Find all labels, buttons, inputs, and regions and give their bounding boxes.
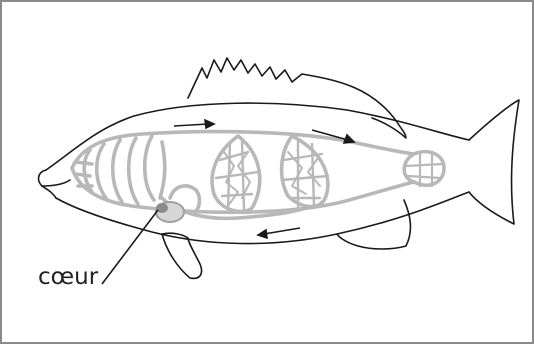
- heart: [156, 202, 184, 222]
- circulation-system: [72, 132, 444, 219]
- heart-pointer-line: [102, 210, 158, 284]
- heart-label: cœur: [38, 264, 98, 290]
- fish-outline: [39, 58, 519, 278]
- tail-fin: [469, 100, 519, 224]
- mouth: [39, 170, 56, 198]
- mouth-line: [42, 180, 70, 186]
- flow-arrow-backward: [258, 228, 300, 238]
- flow-arrow-forward-1: [174, 120, 214, 128]
- capillary-net-tail: [404, 152, 444, 186]
- capillary-net-1: [212, 136, 260, 212]
- dorsal-fin: [188, 58, 406, 138]
- capillary-net-2: [282, 136, 328, 208]
